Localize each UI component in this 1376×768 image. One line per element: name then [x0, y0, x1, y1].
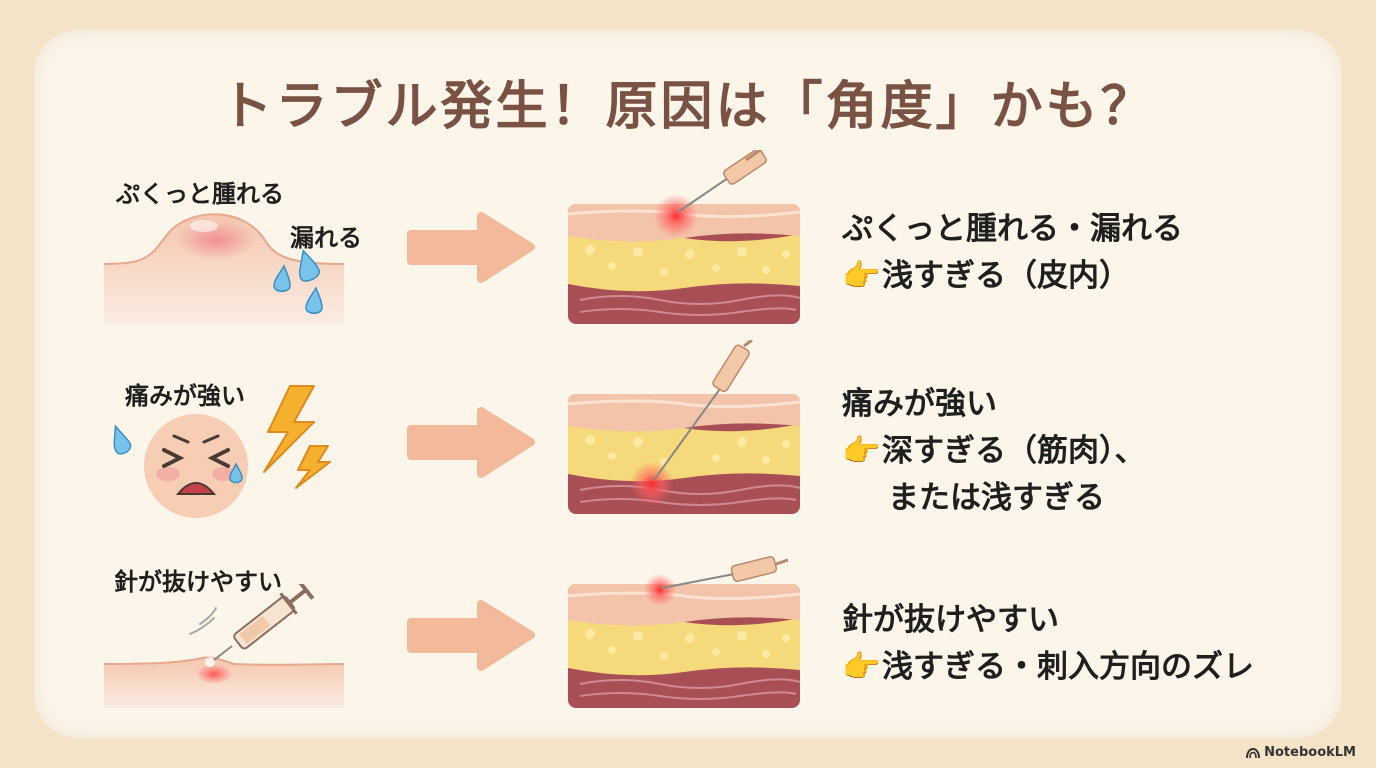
notebooklm-logo-icon: [1246, 747, 1261, 758]
arrow-right-icon: [407, 407, 535, 478]
cause-heading: ぷくっと腫れる・漏れる: [842, 211, 1183, 247]
cause-heading: 痛みが強い: [842, 386, 997, 422]
watermark: NotebookLM: [1246, 745, 1356, 760]
water-drop-icon: [273, 248, 323, 314]
swelling-bump-icon: [104, 213, 344, 324]
skin-cross-section-shallow: [567, 150, 801, 324]
pointing-hand-icon: 👉: [842, 649, 881, 685]
pointing-hand-icon: 👉: [842, 258, 881, 294]
symptom-label: 痛みが強い: [125, 382, 245, 410]
cause-text: 痛みが強い 👉深すぎる（筋肉）、 または浅すぎる: [842, 378, 1146, 519]
arrow-right-icon: [407, 600, 535, 671]
cause-line: 浅すぎる・刺入方向のズレ: [882, 649, 1254, 685]
lightning-icon: [263, 385, 331, 489]
cause-text: ぷくっと腫れる・漏れる 👉浅すぎる（皮内）: [842, 203, 1183, 297]
syringe-insertion-icon: [104, 584, 344, 708]
crying-face-icon: [113, 385, 331, 518]
cause-line: 浅すぎる（皮内）: [882, 258, 1130, 294]
skin-cross-section-deep: [567, 340, 801, 514]
cause-text: 針が抜けやすい 👉浅すぎる・刺入方向のズレ: [842, 594, 1254, 688]
skin-cross-section-angle: [567, 556, 801, 708]
cause-heading: 針が抜けやすい: [842, 602, 1059, 638]
arrow-right-icon: [407, 212, 535, 283]
symptom-label: ぷくっと腫れる: [116, 180, 284, 208]
watermark-text: NotebookLM: [1264, 745, 1356, 760]
page-title: トラブル発生！原因は「角度」かも？: [220, 77, 1156, 137]
cause-line: 深すぎる（筋肉）、: [882, 433, 1146, 469]
pointing-hand-icon: 👉: [842, 433, 881, 469]
cause-line: または浅すぎる: [888, 480, 1105, 516]
symptom-label: 針が抜けやすい: [114, 568, 282, 596]
symptom-label: 漏れる: [290, 224, 362, 252]
